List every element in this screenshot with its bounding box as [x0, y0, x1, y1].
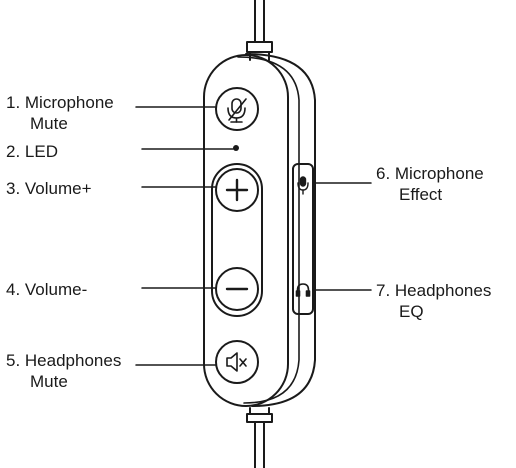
microphone-mute-button[interactable] — [215, 87, 259, 131]
microphone-icon — [297, 176, 309, 195]
callout-leaders — [135, 106, 372, 366]
led-indicator — [233, 145, 239, 151]
side-slider-switch[interactable] — [292, 163, 314, 315]
remote-side-shell — [245, 53, 316, 407]
plus-icon — [225, 178, 249, 202]
callout-labels: 1. Microphone Mute 2. LED 3. Volume+ 4. … — [6, 93, 496, 391]
remote-body — [203, 54, 289, 407]
volume-rocker — [211, 163, 263, 317]
headphones-icon — [295, 283, 311, 297]
label-microphone-mute: 1. Microphone Mute — [6, 93, 118, 133]
cable-top — [246, 0, 273, 61]
cable-bottom — [246, 407, 273, 468]
volume-down-button[interactable] — [215, 267, 259, 311]
label-headphones-mute: 5. Headphones Mute — [6, 351, 126, 391]
label-headphones-eq: 7. Headphones EQ — [376, 281, 496, 321]
remote-side-shell-inner — [237, 56, 300, 404]
headphones-mute-button[interactable] — [215, 340, 259, 384]
label-microphone-effect: 6. Microphone Effect — [376, 164, 488, 204]
label-volume-up: 3. Volume+ — [6, 179, 92, 198]
label-led: 2. LED — [6, 142, 58, 161]
microphone-muted-icon — [227, 98, 247, 123]
volume-up-button[interactable] — [215, 168, 259, 212]
label-volume-down: 4. Volume- — [6, 280, 87, 299]
speaker-muted-icon — [226, 352, 247, 372]
